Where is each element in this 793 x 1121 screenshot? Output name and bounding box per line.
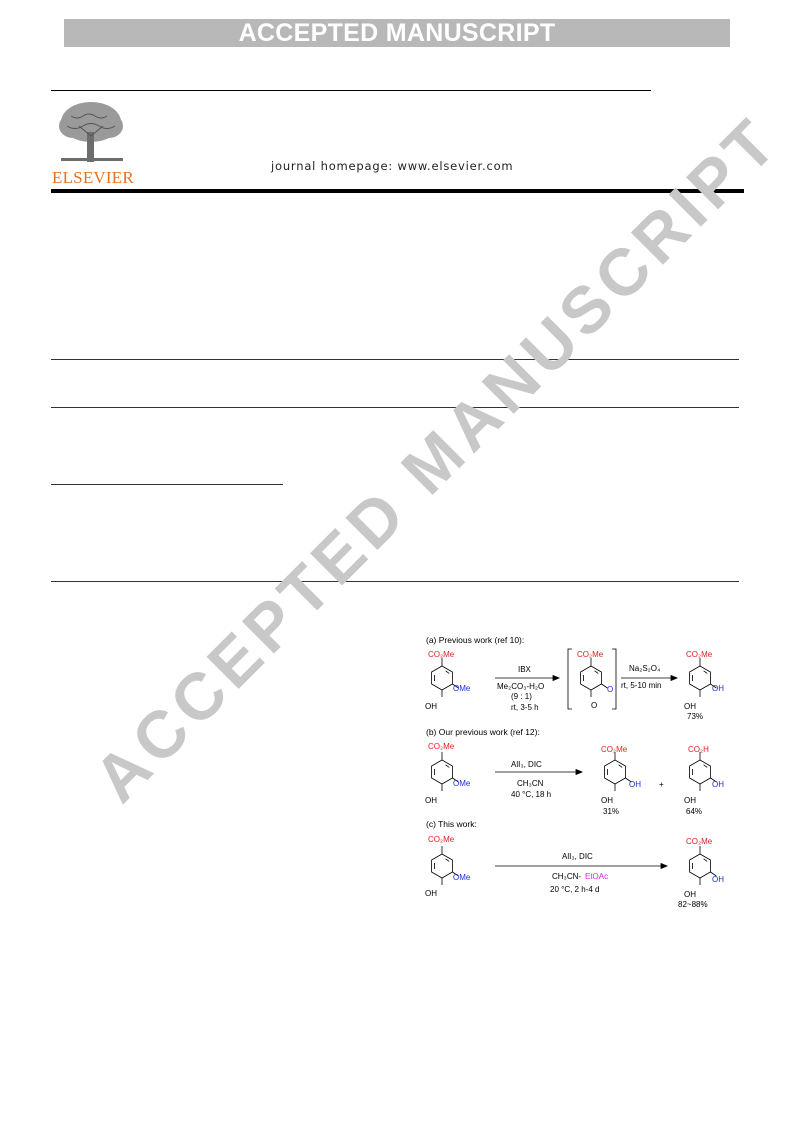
header-top-rule bbox=[51, 90, 651, 91]
divider-3 bbox=[51, 484, 283, 485]
panel-a-ratio1: (9 : 1) bbox=[511, 692, 532, 701]
panel-b-start-ome: OMe bbox=[453, 779, 471, 788]
panel-a-product-co2me: CO₂Me bbox=[686, 650, 713, 659]
panel-b-solvent: CH₃CN bbox=[517, 779, 544, 788]
panel-c-product-ring-side-bond bbox=[710, 871, 717, 877]
panel-b-product2-oh: OH bbox=[684, 796, 696, 805]
panel-c-start-ring-double-bond bbox=[445, 858, 450, 862]
panel-a-product-oh-blue: OH bbox=[712, 684, 724, 693]
panel-a-cond1: rt, 3-5 h bbox=[511, 703, 539, 712]
panel-c-start-ring-side-bond bbox=[452, 871, 459, 877]
panel-b-product2-co2h: CO₂H bbox=[688, 745, 709, 754]
panel-b-start-ring-double-bond bbox=[445, 764, 450, 768]
panel-a-reagent1: IBX bbox=[518, 665, 532, 674]
panel-a-reagent2: Na₂S₂O₄ bbox=[629, 664, 660, 673]
panel-a-intermediate-ring-double-bond bbox=[594, 670, 599, 674]
divider-2 bbox=[51, 407, 739, 408]
panel-a-arrow-1-head bbox=[552, 674, 561, 682]
panel-a-cond2: rt, 5-10 min bbox=[621, 681, 661, 690]
panel-c-reagent: AlI₃, DIC bbox=[562, 852, 593, 861]
panel-a-intermediate-o2: O bbox=[591, 701, 597, 710]
panel-c-solvent-b: EtOAc bbox=[585, 872, 608, 881]
panel-a-start-ring-double-bond bbox=[445, 670, 450, 674]
elsevier-tree-logo bbox=[59, 102, 123, 162]
panel-b-product1-oh-blue: OH bbox=[629, 780, 641, 789]
panel-c-cond: 20 °C, 2 h-4 d bbox=[550, 885, 599, 894]
panel-b-yield2: 64% bbox=[686, 807, 702, 816]
divider-4 bbox=[51, 581, 739, 582]
panel-a-start-oh: OH bbox=[425, 702, 437, 711]
panel-c-product-co2me: CO₂Me bbox=[686, 837, 713, 846]
panel-b-start-oh: OH bbox=[425, 796, 437, 805]
panel-a-title: (a) Previous work (ref 10): bbox=[426, 635, 524, 645]
panel-b-reagent: AlI₃, DIC bbox=[511, 760, 542, 769]
panel-b-product1-ring-double-bond bbox=[618, 764, 623, 768]
accepted-manuscript-banner: ACCEPTED MANUSCRIPT bbox=[64, 19, 730, 47]
panel-c-product-oh: OH bbox=[684, 890, 696, 899]
panel-a-bracket-right bbox=[612, 648, 617, 710]
panel-a-intermediate-ring-side-bond bbox=[601, 683, 608, 689]
reaction-scheme: (a) Previous work (ref 10): CO₂Me OMe OH… bbox=[425, 635, 724, 909]
panel-a-bracket-left bbox=[567, 648, 572, 710]
panel-a-product-oh: OH bbox=[684, 702, 696, 711]
panel-c-start-co2me: CO₂Me bbox=[428, 835, 455, 844]
panel-b-title: (b) Our previous work (ref 12): bbox=[426, 727, 540, 737]
panel-c-yield: 82~88% bbox=[678, 900, 708, 909]
panel-b-yield1: 31% bbox=[603, 807, 619, 816]
divider-1 bbox=[51, 359, 739, 360]
panel-b-product2-ring-double-bond bbox=[703, 764, 708, 768]
panel-b-product2-oh-blue: OH bbox=[712, 780, 724, 789]
panel-a-yield: 73% bbox=[687, 712, 703, 721]
panel-c-start-ome: OMe bbox=[453, 873, 471, 882]
panel-c-product-oh-blue: OH bbox=[712, 875, 724, 884]
panel-a-arrow-2-head bbox=[670, 674, 679, 682]
elsevier-wordmark: ELSEVIER bbox=[52, 168, 134, 187]
panel-b-start-ring-side-bond bbox=[452, 777, 459, 783]
panel-c-title: (c) This work: bbox=[426, 819, 477, 829]
panel-b-product2-ring-side-bond bbox=[710, 777, 717, 783]
panel-c-solvent-a: CH₃CN- bbox=[552, 872, 581, 881]
panel-a-start-ring-side-bond bbox=[452, 683, 459, 689]
panel-b-product1-co2me: CO₂Me bbox=[601, 745, 628, 754]
panel-c-start-oh: OH bbox=[425, 889, 437, 898]
panel-b-arrow-head bbox=[575, 768, 584, 776]
panel-a-product-ring-side-bond bbox=[710, 683, 717, 689]
panel-a-start-ome: OMe bbox=[453, 684, 471, 693]
panel-c-arrow-head bbox=[660, 862, 669, 870]
journal-homepage: journal homepage: www.elsevier.com bbox=[271, 159, 514, 173]
panel-a-product-ring-double-bond bbox=[703, 670, 708, 674]
panel-a-intermediate-co2me: CO₂Me bbox=[577, 650, 604, 659]
panel-c-product-ring-double-bond bbox=[703, 858, 708, 862]
panel-a-intermediate-o1: O bbox=[607, 685, 613, 694]
panel-b-start-co2me: CO₂Me bbox=[428, 742, 455, 751]
panel-b-cond: 40 °C, 18 h bbox=[511, 790, 551, 799]
panel-a-solvent1: Me₂CO₃-H₂O bbox=[497, 682, 544, 691]
panel-b-product1-ring-side-bond bbox=[625, 777, 632, 783]
panel-b-product1-oh: OH bbox=[601, 796, 613, 805]
panel-b-plus: + bbox=[659, 780, 664, 789]
panel-a-start-co2me: CO₂Me bbox=[428, 650, 455, 659]
header-bottom-rule bbox=[51, 189, 744, 193]
